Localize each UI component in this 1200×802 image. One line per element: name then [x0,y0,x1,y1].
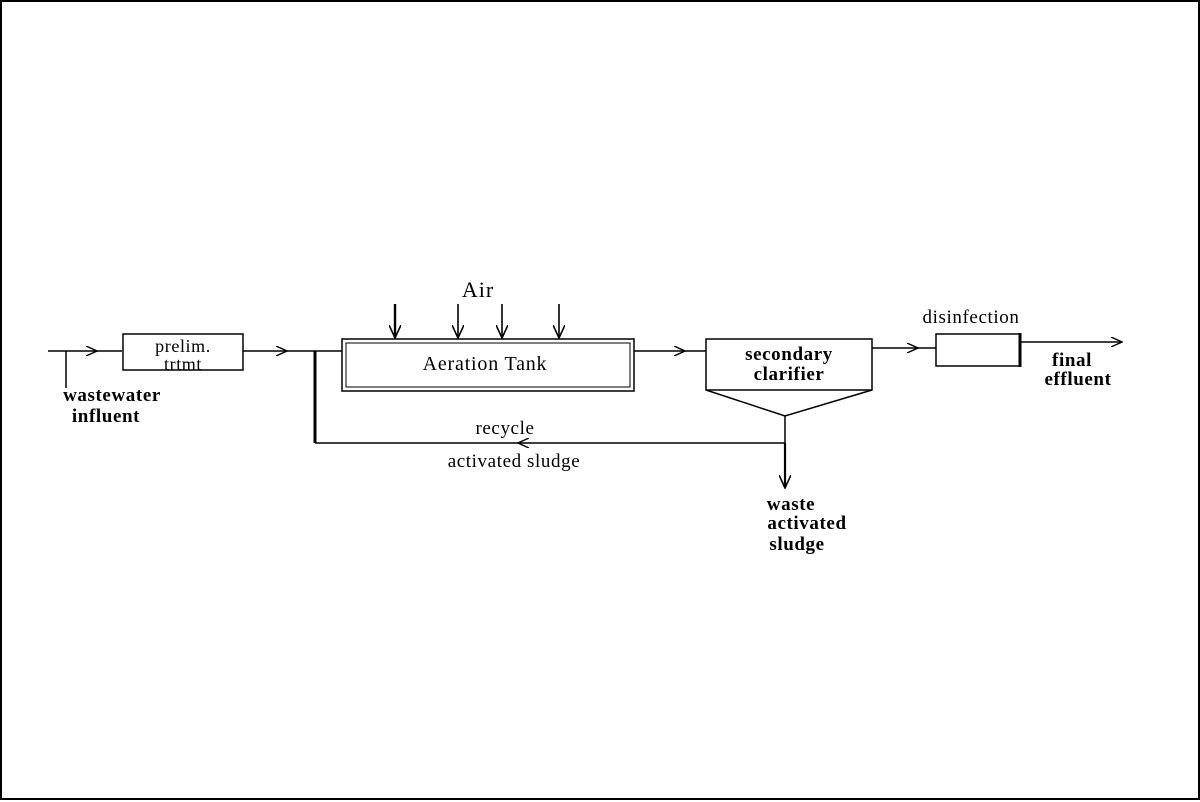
recycle-flow: recycle activated sludge [313,351,786,472]
effluent-label-line2: effluent [1044,369,1111,390]
air-label: Air [462,277,494,302]
recycle-label-line2: activated sludge [448,451,581,472]
recycle-label-line1: recycle [475,418,534,439]
waste-label-line1: waste [767,494,815,515]
influent-label-line1: wastewater [63,385,161,406]
air-supply: Air [395,277,559,338]
influent-label-line2: influent [72,406,140,427]
prelim-label-line2: trtmt [164,354,202,374]
aeration-tank-outer [341,338,635,392]
prelim-treatment-box [122,333,244,371]
disinfection-label: disinfection [923,307,1020,328]
waste-label-line3: sludge [769,534,824,555]
aeration-tank-inner [345,342,631,388]
clarifier-box [705,338,873,391]
aeration-tank-unit: Aeration Tank [341,338,635,392]
influent-flow: wastewater influent [48,351,161,427]
aeration-tank-label: Aeration Tank [423,353,548,375]
prelim-treatment-unit: prelim. trtmt [122,333,244,374]
clarifier-label-line1: secondary [745,344,833,365]
waste-label-line2: activated [767,513,846,534]
clarifier-cone [705,389,873,417]
clarifier-label-line2: clarifier [754,364,825,385]
effluent-label-line1: final [1052,350,1092,371]
prelim-label-line1: prelim. [155,336,211,356]
secondary-clarifier-unit: secondary clarifier [705,338,873,417]
effluent-flow: final effluent [1020,342,1122,390]
waste-flow: waste activated sludge [767,443,846,555]
disinfection-box [935,333,1021,367]
disinfection-unit: disinfection [923,307,1022,367]
